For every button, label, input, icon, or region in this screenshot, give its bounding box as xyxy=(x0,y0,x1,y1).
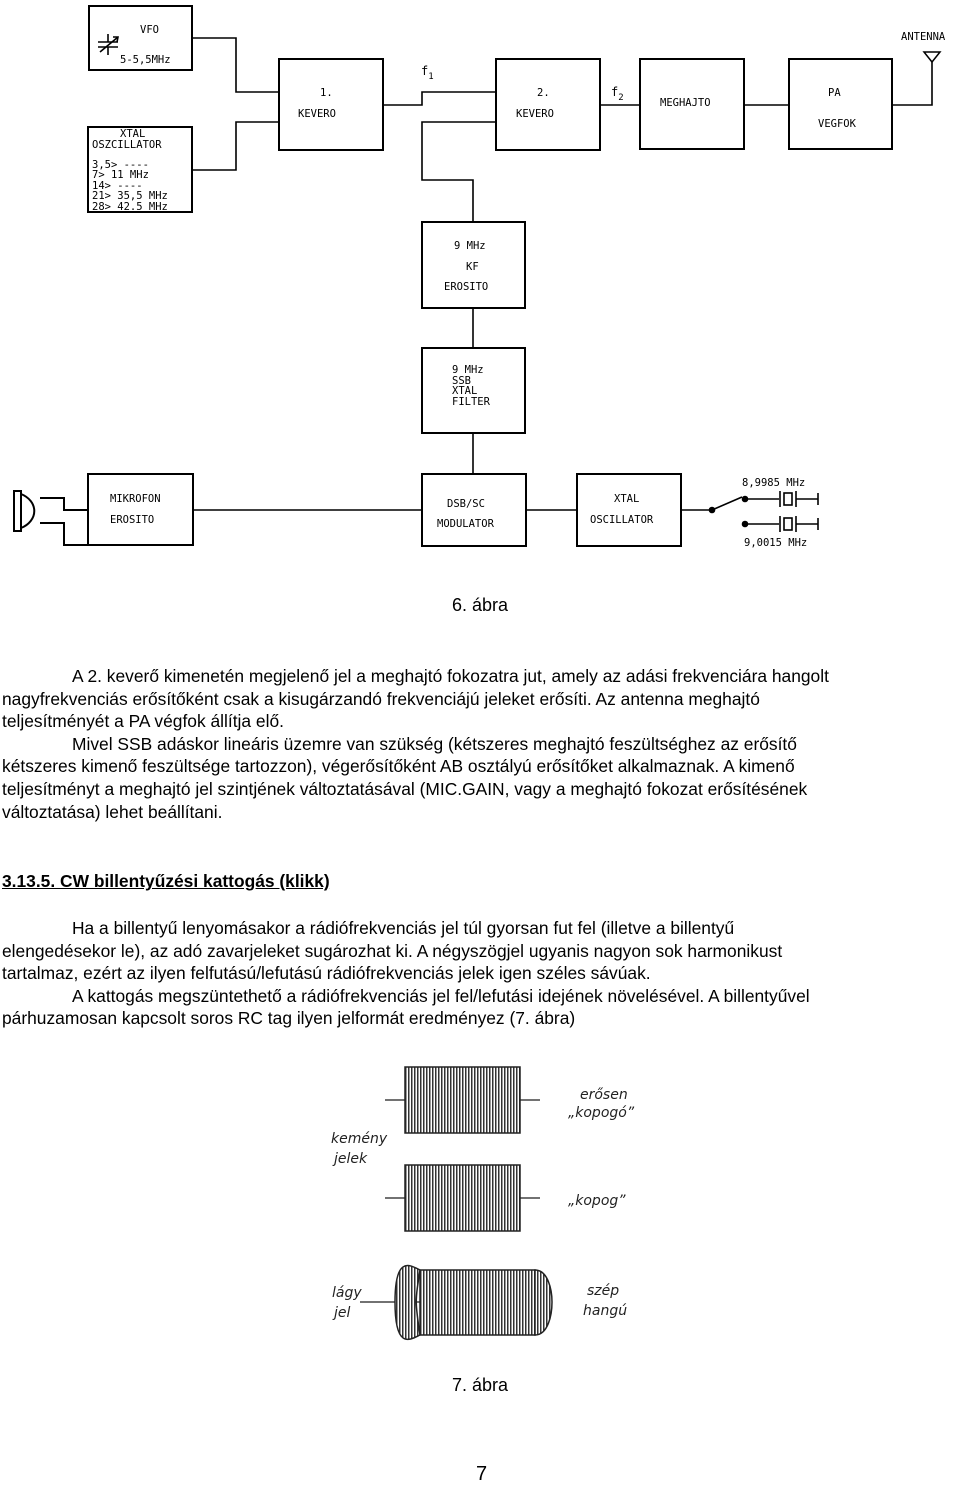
text-line: Ha a billentyű lenyomásakor a rádiófrekv… xyxy=(72,918,735,938)
xtal-row: 3,5> ---- xyxy=(92,159,149,171)
crystal-icon xyxy=(779,491,819,532)
ssb-transmitter-block-diagram: VFO 5-5,5MHz XTAL OSZCILLATOR 3,5> ---- … xyxy=(13,5,946,549)
modulator-line: DSB/SC xyxy=(447,498,485,510)
mixer1-label: KEVERO xyxy=(298,108,336,120)
pa-label-2: VEGFOK xyxy=(818,118,857,130)
label-knock: „kopog” xyxy=(568,1193,626,1209)
driver-label: MEGHAJTO xyxy=(660,97,711,109)
page-number: 7 xyxy=(476,1463,488,1485)
label-soft-2: jel xyxy=(332,1305,351,1321)
f2-label: f2 xyxy=(611,85,624,103)
mixer2-label: KEVERO xyxy=(516,108,554,120)
text-line: teljesítményét a PA végfok állítja elő. xyxy=(2,711,284,732)
figure7-caption: 7. ábra xyxy=(452,1375,509,1395)
xtal-row: 28> 42.5 MHz xyxy=(92,201,168,213)
crystal-switch xyxy=(708,495,779,528)
xtal-row: 21> 35,5 MHz xyxy=(92,190,168,202)
xtal-osc-bottom-line: XTAL xyxy=(614,493,639,505)
text-line: A 2. keverő kimenetén megjelenő jel a me… xyxy=(72,666,829,686)
f1-label: f1 xyxy=(421,64,434,82)
label-soft-1: lágy xyxy=(332,1285,362,1301)
xtal-osc-bottom-line: OSCILLATOR xyxy=(590,514,654,526)
text-line: változtatása) lehet beállítani. xyxy=(2,801,223,822)
paragraph-2: Ha a billentyű lenyomásakor a rádiófrekv… xyxy=(2,917,958,1030)
text-line: kétszeres kimenő feszültsége tartozzon),… xyxy=(2,756,795,777)
vfo-title: VFO xyxy=(140,24,159,36)
label-hard-1: kemény xyxy=(331,1131,388,1147)
signal-lines xyxy=(192,37,933,511)
figure6-caption: 6. ábra xyxy=(452,595,509,615)
crystal-top-freq: 8,9985 MHz xyxy=(742,477,805,489)
mic-amp-box xyxy=(87,473,194,546)
text-line: nagyfrekvenciás erősítőként csak a kisug… xyxy=(2,688,760,709)
xtal-row: 14> ---- xyxy=(92,180,143,192)
text-line: A kattogás megszüntethető a rádiófrekven… xyxy=(72,985,810,1006)
modulator-line: MODULATOR xyxy=(437,518,495,530)
if-amp-line: 9 MHz xyxy=(454,240,486,252)
text-line: teljesítményt a meghajtó jel szintjének … xyxy=(2,778,808,799)
label-nice-2: hangú xyxy=(583,1303,627,1319)
xtal-row: 7> 11 MHz xyxy=(92,169,149,181)
xtal-title-1: XTAL xyxy=(120,128,145,140)
waveform-knock xyxy=(385,1164,540,1232)
crystal-bottom-freq: 9,0015 MHz xyxy=(744,537,807,549)
waveform-hard xyxy=(385,1066,540,1134)
if-amp-line: KF xyxy=(466,261,479,273)
paragraph-1: A 2. keverő kimenetén megjelenő jel a me… xyxy=(2,665,958,823)
xtal-title-2: OSZCILLATOR xyxy=(92,139,162,151)
label-strong-2: „kopogó” xyxy=(568,1105,635,1121)
mixer1-box xyxy=(278,58,384,151)
text-line: párhuzamosan kapcsolt soros RC tag ilyen… xyxy=(2,1008,576,1029)
label-strong-1: erősen xyxy=(580,1087,628,1103)
variable-capacitor-icon xyxy=(98,34,119,55)
label-nice-1: szép xyxy=(587,1283,619,1299)
vfo-range: 5-5,5MHz xyxy=(120,54,171,66)
xtal-oscillator-bottom-box xyxy=(576,473,682,547)
filter-line: 9 MHz xyxy=(452,364,484,376)
antenna-icon xyxy=(922,51,942,64)
text-line: Mivel SSB adáskor lineáris üzemre van sz… xyxy=(72,733,797,754)
if-amp-line: EROSITO xyxy=(444,281,488,293)
mic-amp-line: MIKROFON xyxy=(110,493,161,505)
mic-amp-line: EROSITO xyxy=(110,514,154,526)
modulator-box xyxy=(421,473,527,547)
cw-keying-waveforms: kemény jelek erősen „kopogó” „kopog” lág… xyxy=(331,1066,635,1341)
pa-label-1: PA xyxy=(828,87,841,99)
text-line: tartalmaz, ezért az ilyen felfutású/lefu… xyxy=(2,963,651,984)
mixer2-number: 2. xyxy=(537,87,550,99)
filter-line: FILTER xyxy=(452,396,491,408)
waveform-soft xyxy=(360,1264,553,1341)
mixer1-number: 1. xyxy=(320,87,333,99)
filter-line: SSB xyxy=(452,375,471,387)
section-heading: 3.13.5. CW billentyűzési kattogás (klikk… xyxy=(2,871,330,891)
antenna-label: ANTENNA xyxy=(901,31,946,43)
pa-box xyxy=(788,58,893,150)
microphone-icon xyxy=(13,490,88,546)
filter-line: XTAL xyxy=(452,385,477,397)
mixer2-box xyxy=(495,58,601,151)
driver-box xyxy=(639,58,745,150)
text-line: elengedésekor le), az adó zavarjeleket s… xyxy=(2,940,783,961)
label-hard-2: jelek xyxy=(332,1151,368,1167)
